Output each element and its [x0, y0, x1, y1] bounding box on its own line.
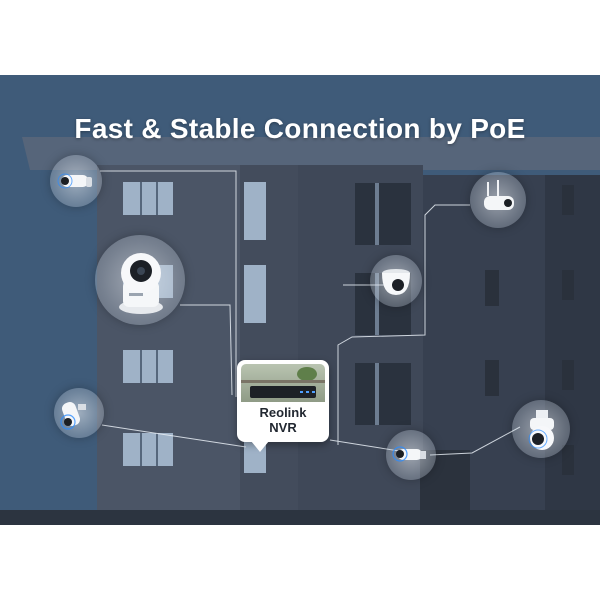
nvr-label: Reolink NVR — [237, 405, 329, 435]
bullet-camera-bottom-center — [386, 430, 436, 480]
bullet-camera-icon — [57, 173, 92, 189]
nvr-device — [250, 386, 316, 398]
dome-camera-icon — [382, 269, 410, 295]
bullet-camera-bottom-left — [54, 388, 104, 438]
ptz-camera-right — [512, 400, 570, 458]
shelf — [241, 380, 325, 383]
wifi-bullet-camera-top-right — [470, 172, 526, 228]
nvr-label-line1: Reolink — [259, 405, 307, 420]
middle-window-glare — [375, 183, 379, 425]
pan-tilt-indoor-camera — [95, 235, 185, 325]
wifi-camera-icon — [484, 180, 514, 210]
bullet-camera-icon — [60, 402, 86, 430]
ptz-camera-icon — [528, 410, 554, 450]
bullet-camera-top-left — [50, 155, 102, 207]
plant-decoration — [297, 367, 317, 381]
right-windows — [485, 185, 574, 475]
dome-camera — [370, 255, 422, 307]
headline: Fast & Stable Connection by PoE — [74, 113, 526, 144]
bullet-camera-icon — [392, 446, 426, 462]
nvr-callout: Reolink NVR — [237, 360, 329, 452]
product-banner: Fast & Stable Connection by PoE — [0, 75, 600, 525]
nvr-device-photo — [241, 364, 325, 402]
nvr-label-line2: NVR — [269, 420, 297, 435]
roof-slab — [22, 137, 600, 170]
ground — [0, 510, 600, 525]
pan-tilt-camera-icon — [119, 253, 163, 314]
